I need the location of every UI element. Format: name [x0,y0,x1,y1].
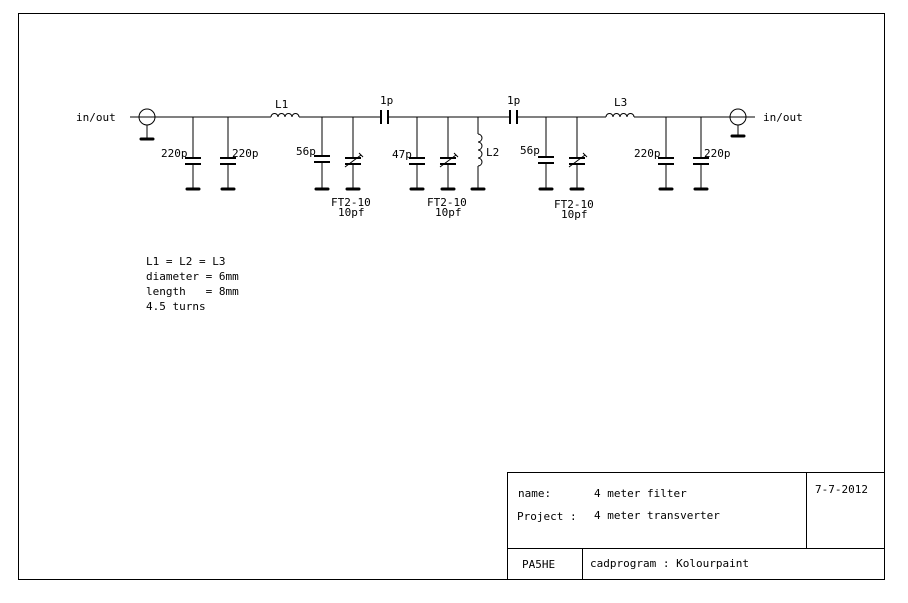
capacitor-56p-left-label: 56p [296,145,316,158]
title-project-value: 4 meter transverter [594,509,720,522]
note-line-3: length = 8mm [146,285,239,298]
port-left-connector [138,108,156,141]
port-right-connector [729,108,747,138]
trimmer-2-value: 10pf [435,206,462,219]
inductor-L1-label: L1 [275,98,288,111]
title-cadprogram: cadprogram : Kolourpaint [590,557,749,570]
inductor-L2-label: L2 [486,146,499,159]
capacitor-shunt-220p-4-label: 220p [704,147,731,160]
trimmer-3-type: FT2-10 [554,198,594,211]
title-author: PA5HE [522,558,555,571]
trimmer-capacitor-2 [439,117,459,191]
inductor-L3 [605,113,635,118]
trimmer-3-value: 10pf [561,208,588,221]
capacitor-47p [409,117,425,191]
capacitor-56p-right-label: 56p [520,144,540,157]
port-right-label: in/out [763,111,803,124]
inductor-L3-label: L3 [614,96,627,109]
capacitor-56p-left [314,117,330,191]
trimmer-1-type: FT2-10 [331,196,371,209]
title-project-label: Project : [517,510,577,523]
note-line-4: 4.5 turns [146,300,206,313]
title-name-label: name: [518,487,551,500]
capacitor-series-2-label: 1p [507,94,520,107]
capacitor-shunt-220p-1-label: 220p [161,147,188,160]
capacitor-series-2 [509,110,518,124]
trimmer-capacitor-3 [568,117,588,191]
capacitor-series-1-label: 1p [380,94,393,107]
capacitor-series-1 [380,110,389,124]
trimmer-capacitor-1 [344,117,364,191]
capacitor-shunt-220p-3 [658,117,674,191]
drawing-border [18,13,885,580]
trimmer-1-value: 10pf [338,206,365,219]
inductor-L1 [270,113,300,118]
capacitor-shunt-220p-4 [693,117,709,191]
note-line-1: L1 = L2 = L3 [146,255,225,268]
capacitor-shunt-220p-1 [185,117,201,191]
title-date: 7-7-2012 [815,483,868,496]
note-line-2: diameter = 6mm [146,270,239,283]
capacitor-shunt-220p-2-label: 220p [232,147,259,160]
title-block [507,472,885,580]
capacitor-47p-label: 47p [392,148,412,161]
capacitor-56p-right [538,117,554,191]
title-name-value: 4 meter filter [594,487,687,500]
capacitor-shunt-220p-3-label: 220p [634,147,661,160]
capacitor-shunt-220p-2 [220,117,236,191]
trimmer-2-type: FT2-10 [427,196,467,209]
port-left-label: in/out [76,111,116,124]
inductor-L2 [477,117,483,188]
